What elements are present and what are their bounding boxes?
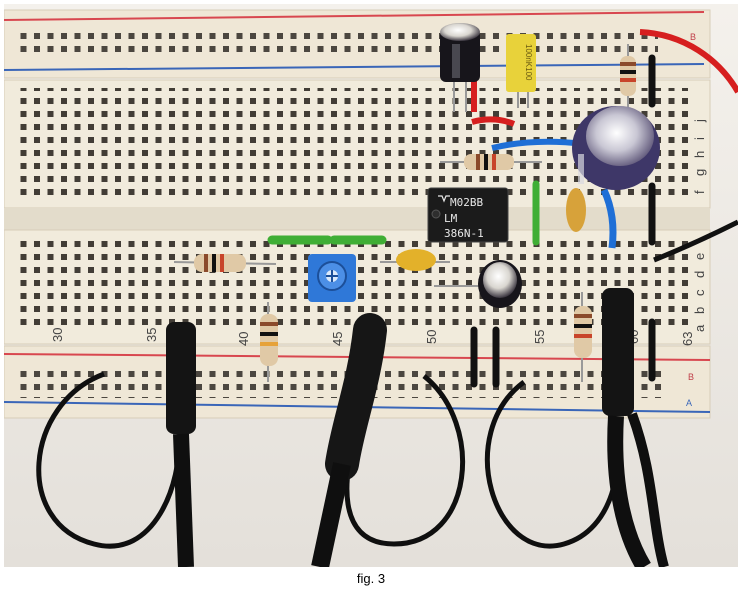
column-number-30: 30 [50, 328, 65, 342]
trimmer-potentiometer [308, 254, 356, 302]
row-letter-h: h [692, 151, 707, 158]
row-letter-j: j [692, 119, 707, 123]
column-number-50: 50 [424, 330, 439, 344]
electrolytic-capacitor-lower [434, 260, 522, 308]
electrolytic-capacitor-large [572, 106, 660, 190]
black-wire-exit [653, 219, 738, 263]
resistor-lower-57 [574, 292, 592, 382]
column-number-35: 35 [144, 328, 159, 342]
ic-text-line1: M02BB [450, 196, 483, 209]
row-letter-g: g [692, 169, 707, 176]
resistor-top-right [620, 44, 636, 110]
ic-text-line3: 386N-1 [444, 227, 484, 240]
ceramic-capacitor-right [566, 188, 586, 232]
rail-letter-top: B [690, 32, 696, 42]
cable-left [36, 322, 196, 567]
row-letters: a b c d e f g h i j [692, 119, 707, 332]
rail-letter-bottom-b: B [688, 372, 694, 382]
rail-letter-bottom-a: A [686, 398, 692, 408]
resistor-lower-40 [260, 302, 278, 382]
resistor-left [173, 254, 277, 272]
column-number-55: 55 [532, 330, 547, 344]
row-letter-c: c [692, 289, 707, 296]
row-letter-f: f [692, 190, 707, 194]
column-number-40: 40 [236, 332, 251, 346]
row-letter-a: a [692, 324, 707, 332]
row-letter-i: i [692, 137, 707, 140]
blue-wire-vertical [600, 188, 617, 249]
ic-text-line2: LM [444, 212, 458, 225]
red-jumper [471, 116, 516, 127]
column-number-45: 45 [330, 332, 345, 346]
red-wire [639, 29, 738, 94]
cable-right [485, 288, 669, 567]
cable-center [311, 313, 466, 567]
breadboard-photo: M02BB LM 386N-1 100nK100 [4, 4, 738, 567]
column-number-63: 63 [680, 332, 695, 346]
center-channel [4, 208, 710, 230]
upper-terminal-strip [4, 79, 711, 209]
row-letter-b: b [692, 307, 707, 314]
row-letter-d: d [692, 271, 707, 278]
film-capacitor-label: 100nK100 [524, 44, 533, 81]
lm386-ic: M02BB LM 386N-1 [427, 187, 509, 243]
film-capacitor: 100nK100 [506, 34, 536, 108]
top-power-rail [4, 9, 711, 79]
figure-caption: fig. 3 [356, 571, 386, 586]
row-letter-e: e [692, 253, 707, 260]
resistor-center-top [440, 154, 542, 170]
electrolytic-capacitor-top [440, 23, 480, 112]
ceramic-capacitor-center [380, 249, 450, 271]
